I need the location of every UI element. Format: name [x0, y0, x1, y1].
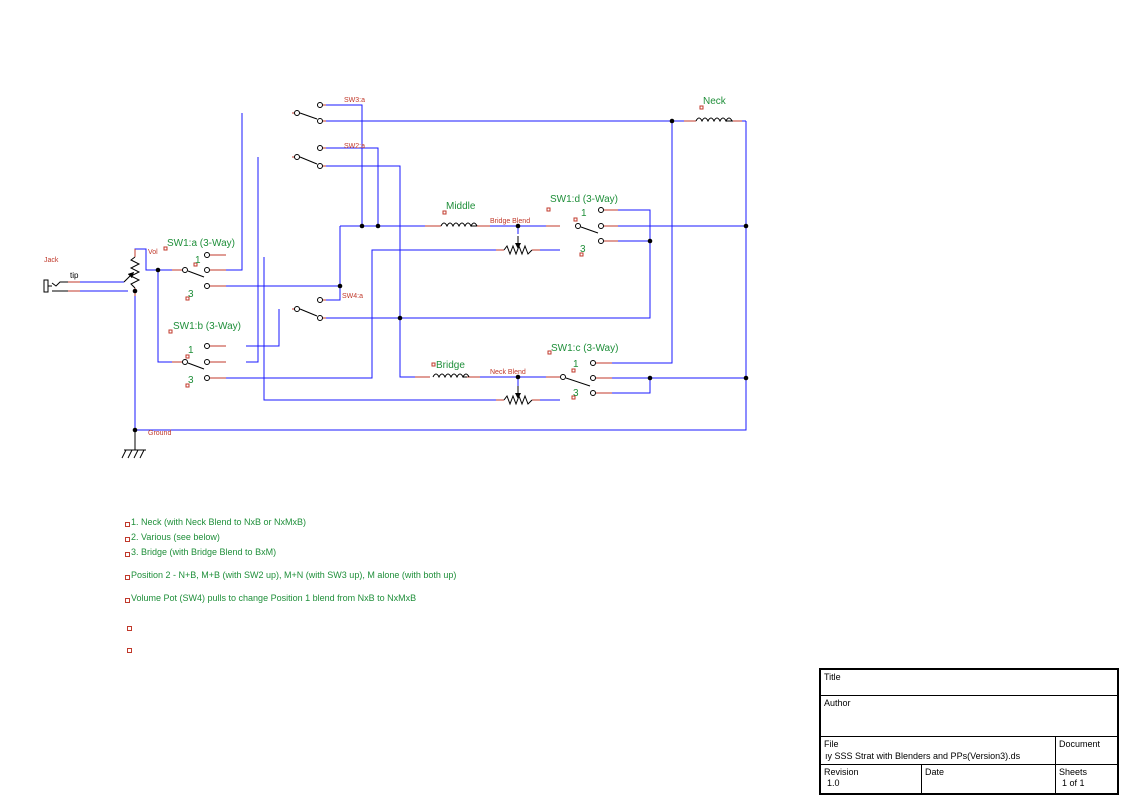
bridge-label: Bridge — [436, 360, 465, 371]
sw2a-switch — [294, 145, 323, 169]
wire-sw1b-3 — [226, 249, 496, 379]
date-cell: Date — [921, 764, 1056, 794]
wire-sw3-left — [226, 113, 243, 271]
sw3a-switch — [294, 102, 323, 124]
sw4a-label: SW4:a — [342, 293, 363, 300]
author-cell: Author — [820, 695, 1118, 737]
sw1d-pin3: 3 — [580, 244, 586, 255]
wire-sw2-upper — [323, 147, 379, 226]
wire-sw1a-2-drop — [263, 257, 504, 401]
middle-label: Middle — [446, 201, 476, 212]
date-caption: Date — [925, 767, 945, 777]
sw4a-switch — [294, 297, 323, 321]
wire-neck-drop — [612, 121, 673, 364]
sw1a-pin1: 1 — [195, 255, 201, 266]
sw1b-switch — [182, 343, 210, 381]
sw1c-label: SW1:c (3-Way) — [551, 343, 618, 354]
part-labels: Jack Vol Ground SW3:a SW2:a SW4:a Bridge… — [44, 97, 530, 437]
sw1d-switch — [575, 207, 604, 244]
note-1: 1. Neck (with Neck Blend to NxB or NxMxB… — [125, 517, 306, 527]
tip-label: tip — [70, 271, 79, 280]
ground-label: Ground — [148, 430, 171, 437]
revision-value: 1.0 — [827, 778, 840, 788]
jack-label: Jack — [44, 257, 59, 264]
sw1d-label: SW1:d (3-Way) — [550, 194, 618, 205]
jack-symbol — [43, 279, 68, 293]
components — [43, 117, 733, 459]
note-3: 3. Bridge (with Bridge Blend to BxM) — [125, 547, 276, 557]
junctions — [132, 118, 749, 433]
wire-sw2-left — [246, 157, 259, 363]
volume-pot — [129, 256, 141, 289]
note-4: Position 2 - N+B, M+B (with SW2 up), M+N… — [125, 570, 456, 580]
pin-stubs — [68, 104, 742, 401]
sheets-cell: Sheets 1 of 1 — [1055, 764, 1118, 794]
sw1a-switch — [182, 252, 210, 289]
sw1c-switch — [560, 360, 596, 396]
file-caption: File — [824, 739, 839, 749]
sw1d-pin1: 1 — [581, 208, 587, 219]
note-2: 2. Various (see below) — [125, 532, 220, 542]
green-labels: SW1:a (3-Way) SW1:b (3-Way) SW1:c (3-Way… — [167, 96, 727, 399]
author-caption: Author — [824, 698, 851, 708]
document-caption: Document — [1059, 739, 1101, 749]
file-cell: File ıy SSS Strat with Blenders and PPs(… — [820, 736, 1056, 765]
sw3a-label: SW3:a — [344, 97, 365, 104]
sw1b-pin3: 3 — [188, 375, 194, 386]
neck-label: Neck — [703, 96, 727, 107]
sw1c-pin3: 3 — [573, 388, 579, 399]
revision-caption: Revision — [824, 767, 859, 777]
revision-cell: Revision 1.0 — [820, 764, 922, 794]
title-cell: Title — [820, 669, 1118, 696]
document-cell: Document — [1055, 736, 1118, 765]
sw1b-pin1: 1 — [188, 345, 194, 356]
empty-note-marker — [127, 626, 132, 631]
file-value: ıy SSS Strat with Blenders and PPs(Versi… — [825, 751, 1021, 761]
wire-sw4-left — [246, 309, 280, 347]
empty-note-marker — [127, 648, 132, 653]
wires — [62, 104, 747, 431]
sw2a-label: SW2:a — [344, 143, 365, 150]
wire-sw3-lower — [323, 104, 363, 226]
wire-sw2-down — [323, 165, 430, 378]
sw1a-label: SW1:a (3-Way) — [167, 238, 235, 249]
pin-markers — [163, 105, 704, 400]
bridge-blend-label: Bridge Blend — [490, 218, 530, 225]
sheets-value: 1 of 1 — [1062, 778, 1085, 788]
sw1c-pin1: 1 — [573, 359, 579, 370]
switches — [182, 102, 604, 396]
title-caption: Title — [824, 672, 841, 682]
note-5: Volume Pot (SW4) pulls to change Positio… — [125, 593, 416, 603]
wire-sw1d-1 — [612, 209, 651, 241]
vol-label: Vol — [148, 249, 158, 256]
sheets-caption: Sheets — [1059, 767, 1088, 777]
sw1a-pin3: 3 — [188, 289, 194, 300]
wire-sw1a-to-sw1b — [157, 270, 182, 363]
wire-sw4-right — [323, 241, 651, 319]
neck-blend-label: Neck Blend — [490, 369, 526, 376]
bridge-blend-pot — [503, 244, 533, 256]
wire-vol-ground-rail — [134, 121, 747, 431]
wire-middle-to-sw4 — [323, 226, 341, 301]
title-block: Title Author File ıy SSS Strat with Blen… — [819, 668, 1119, 795]
neck-blend-pot — [503, 394, 533, 406]
sw1b-label: SW1:b (3-Way) — [173, 321, 241, 332]
ground-symbol — [121, 430, 146, 459]
wire-sw1c-3 — [612, 378, 651, 394]
